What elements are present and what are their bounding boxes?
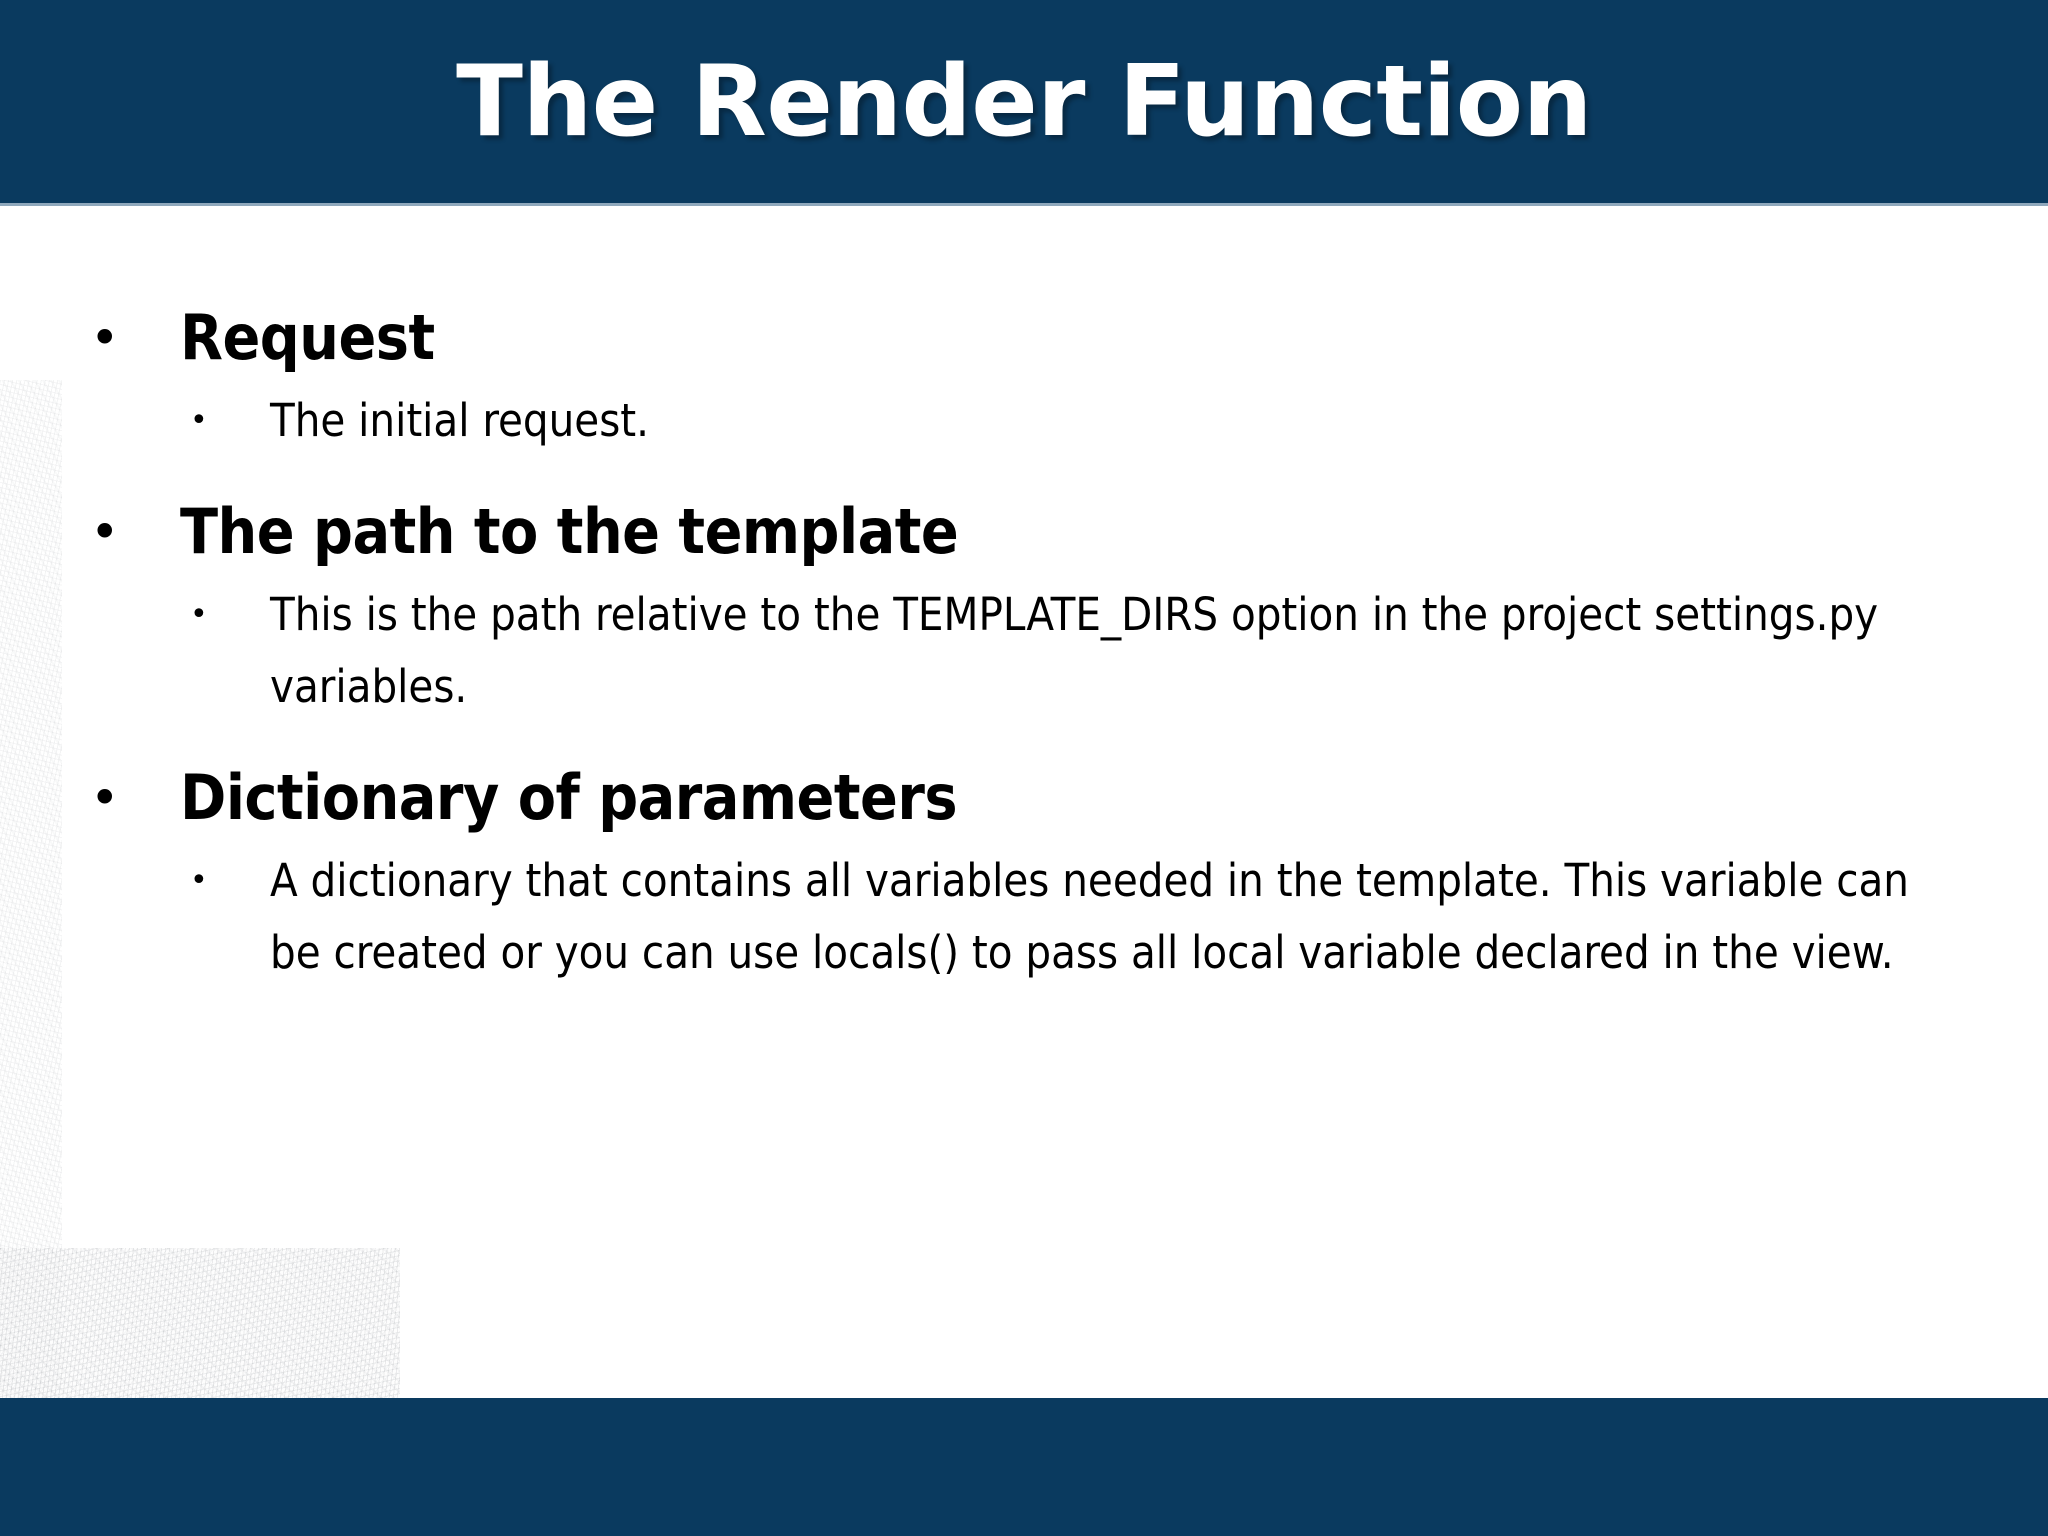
bullet-level1-label: The path to the template: [180, 495, 959, 568]
sub-bullet-marker-icon: •: [190, 597, 208, 632]
bullet-level2-dictionary-description: • A dictionary that contains all variabl…: [80, 845, 1968, 989]
bullet-level1-label: Request: [180, 301, 435, 374]
title-band: [0, 0, 2048, 203]
bullet-level2-initial-request: • The initial request.: [80, 385, 1968, 457]
bullet-level1-template-path: • The path to the template: [80, 493, 1968, 571]
bullet-level1-label: Dictionary of parameters: [180, 761, 958, 834]
slide-body: • Request • The initial request. • The p…: [0, 203, 2048, 1398]
bullet-group-dictionary-parameters: • Dictionary of parameters • A dictionar…: [80, 759, 1968, 989]
page-title: The Render Function: [456, 44, 1592, 159]
bullet-group-request: • Request • The initial request.: [80, 299, 1968, 457]
bullet-level2-label: This is the path relative to the TEMPLAT…: [270, 588, 1879, 713]
bullet-marker-icon: •: [90, 309, 120, 367]
bullet-level2-template-dirs: • This is the path relative to the TEMPL…: [80, 579, 1968, 723]
sub-bullet-marker-icon: •: [190, 403, 208, 438]
bullet-level2-label: The initial request.: [270, 394, 650, 447]
bullet-group-template-path: • The path to the template • This is the…: [80, 493, 1968, 723]
bullet-level1-dictionary-parameters: • Dictionary of parameters: [80, 759, 1968, 837]
sub-bullet-marker-icon: •: [190, 863, 208, 898]
footer-band: [0, 1398, 2048, 1536]
title-band-underline: [0, 203, 2048, 206]
bullet-level2-label: A dictionary that contains all variables…: [270, 854, 1909, 979]
bullet-marker-icon: •: [90, 503, 120, 561]
bullet-level1-request: • Request: [80, 299, 1968, 377]
bullet-marker-icon: •: [90, 769, 120, 827]
